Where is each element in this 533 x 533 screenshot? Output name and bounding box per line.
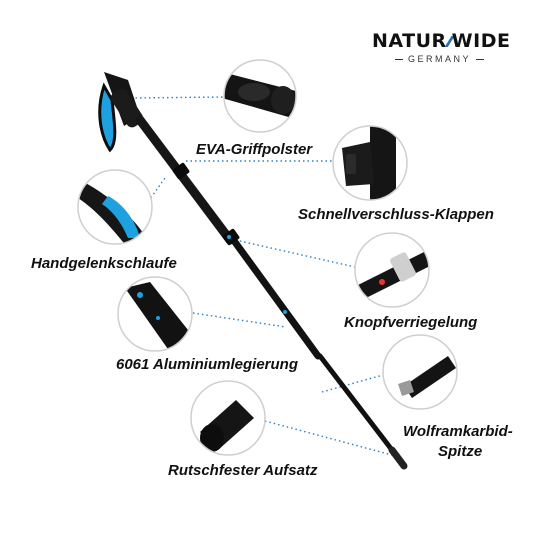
detail-tungsten-tip (382, 334, 458, 410)
detail-aluminium (117, 276, 193, 352)
detail-quick-lock (332, 125, 408, 201)
label-tungsten-tip-line1: Wolframkarbid- (403, 423, 513, 440)
brand-name: NATUR⁄⁄WIDE (372, 30, 510, 52)
label-wrist-strap: Handgelenkschlaufe (31, 255, 177, 272)
label-quick-lock: Schnellverschluss-Klappen (298, 206, 494, 223)
wrist-strap-shape (98, 82, 117, 153)
detail-button-lock (354, 232, 430, 308)
label-aluminium: 6061 Aluminiumlegierung (116, 356, 298, 373)
brand-country: GERMANY (407, 54, 471, 64)
label-eva-grip: EVA-Griffpolster (196, 141, 313, 158)
brand-rule-right (476, 58, 484, 60)
brand-name-left: NATUR (372, 30, 447, 52)
label-tungsten-tip-line2: Spitze (438, 443, 483, 460)
brand-logo: NATUR⁄⁄WIDE GERMANY (372, 30, 510, 64)
detail-eva-grip (223, 59, 297, 133)
brand-country-row: GERMANY (372, 54, 507, 64)
detail-wrist-strap (77, 169, 153, 245)
detail-rubber-foot (190, 380, 266, 456)
trekking-pole (98, 72, 408, 470)
brand-slash-icon: ⁄⁄ (447, 33, 452, 51)
label-button-lock: Knopfverriegelung (344, 314, 478, 331)
brand-name-right: WIDE (451, 30, 511, 52)
brand-rule-left (394, 58, 403, 60)
label-rubber-foot: Rutschfester Aufsatz (168, 462, 318, 479)
